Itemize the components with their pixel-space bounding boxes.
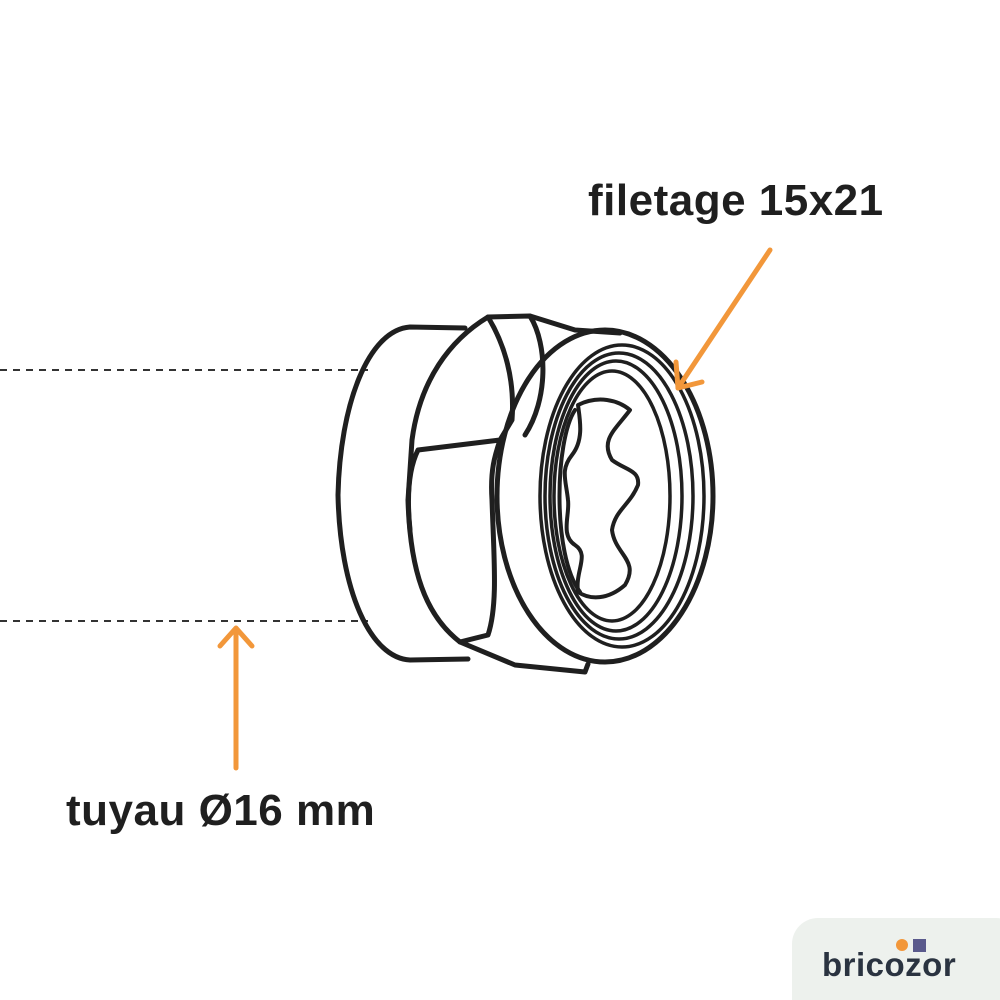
brand-logo-text: bricozor [822,946,957,983]
fitting-inner-bore [557,408,582,594]
pipe-arrow-head [217,625,255,649]
thread-arrow-head [673,359,705,391]
fitting-thread-ring-3 [548,359,684,633]
thread-size-label: filetage 15x21 [588,176,884,225]
brand-logo-badge [792,918,1000,1000]
pipe-diameter-label: tuyau Ø16 mm [66,786,376,835]
dimension-arrows [217,247,773,771]
fitting-hex-face-edges [406,313,546,645]
logo-dot-icon [896,939,908,951]
logo-square-icon [913,939,926,952]
nut-fitting-icon [335,313,716,675]
fitting-thread-ring-4 [552,369,672,623]
fitting-thread-ring-1 [538,343,706,649]
thread-arrow-line [675,247,773,391]
fitting-inner-star [562,397,641,600]
fitting-back-collar [335,324,471,663]
fitting-thread-ring-2 [543,351,695,641]
fitting-front-ring-outer [494,327,716,665]
